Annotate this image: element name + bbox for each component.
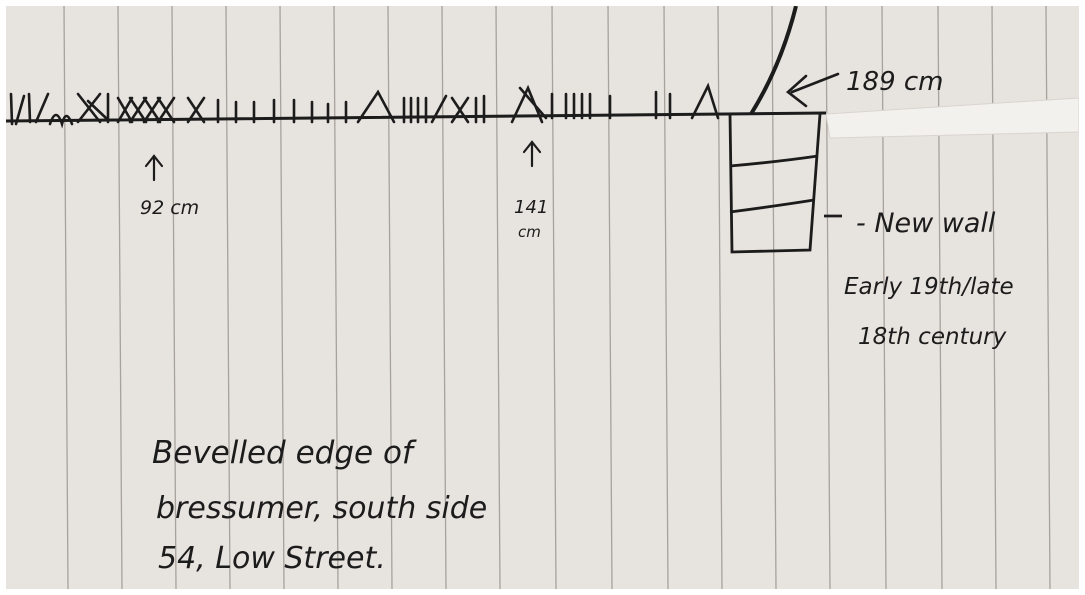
- label-141: 141: [514, 199, 548, 217]
- label-92cm: 92 cm: [140, 199, 199, 218]
- caption-line-1: Bevelled edge of: [152, 438, 413, 469]
- curve-boundary: [751, 6, 796, 114]
- label-wall-date-1: Early 19th/late: [844, 276, 1014, 299]
- new-wall-box: [730, 114, 842, 252]
- caption-line-3: 54, Low Street.: [158, 544, 386, 574]
- caption-line-2: bressumer, south side: [156, 494, 487, 524]
- arrow-189: [788, 74, 838, 106]
- up-arrows: [146, 142, 540, 180]
- label-189cm: 189 cm: [846, 69, 944, 95]
- label-141-unit: cm: [518, 225, 541, 240]
- tape-strip: [826, 98, 1079, 138]
- notebook-page: 92 cm 141 cm 189 cm - New wall Early 19t…: [6, 6, 1079, 589]
- label-wall-date-2: 18th century: [858, 326, 1006, 349]
- label-new-wall: - New wall: [856, 210, 995, 237]
